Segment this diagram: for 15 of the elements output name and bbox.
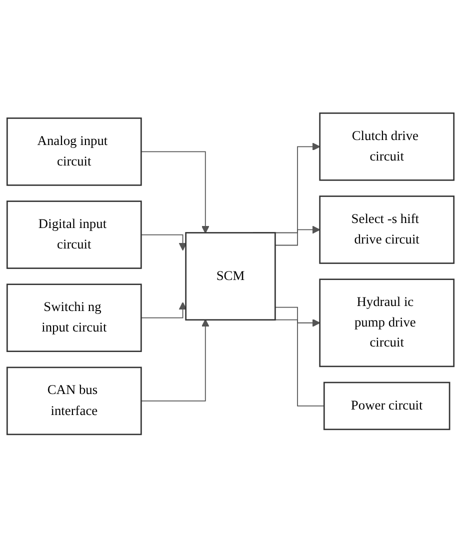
node-box: CAN bus interface bbox=[6, 366, 142, 435]
node-box: SCM bbox=[185, 232, 276, 320]
arrow bbox=[140, 302, 187, 318]
arrow bbox=[274, 226, 320, 246]
node-box: Select -s hift drive circuit bbox=[319, 195, 455, 264]
node-box: Power circuit bbox=[323, 382, 450, 430]
node-box: Switchi ng input circuit bbox=[6, 283, 142, 352]
arrow bbox=[140, 234, 187, 250]
node-box: Clutch drive circuit bbox=[319, 112, 455, 181]
arrow bbox=[140, 150, 210, 234]
node-box: Digital input circuit bbox=[6, 200, 142, 269]
arrow bbox=[140, 318, 210, 402]
node-box: Analog input circuit bbox=[6, 117, 142, 186]
node-box: Hydraul ic pump drive circuit bbox=[319, 278, 455, 367]
arrow bbox=[274, 306, 320, 326]
